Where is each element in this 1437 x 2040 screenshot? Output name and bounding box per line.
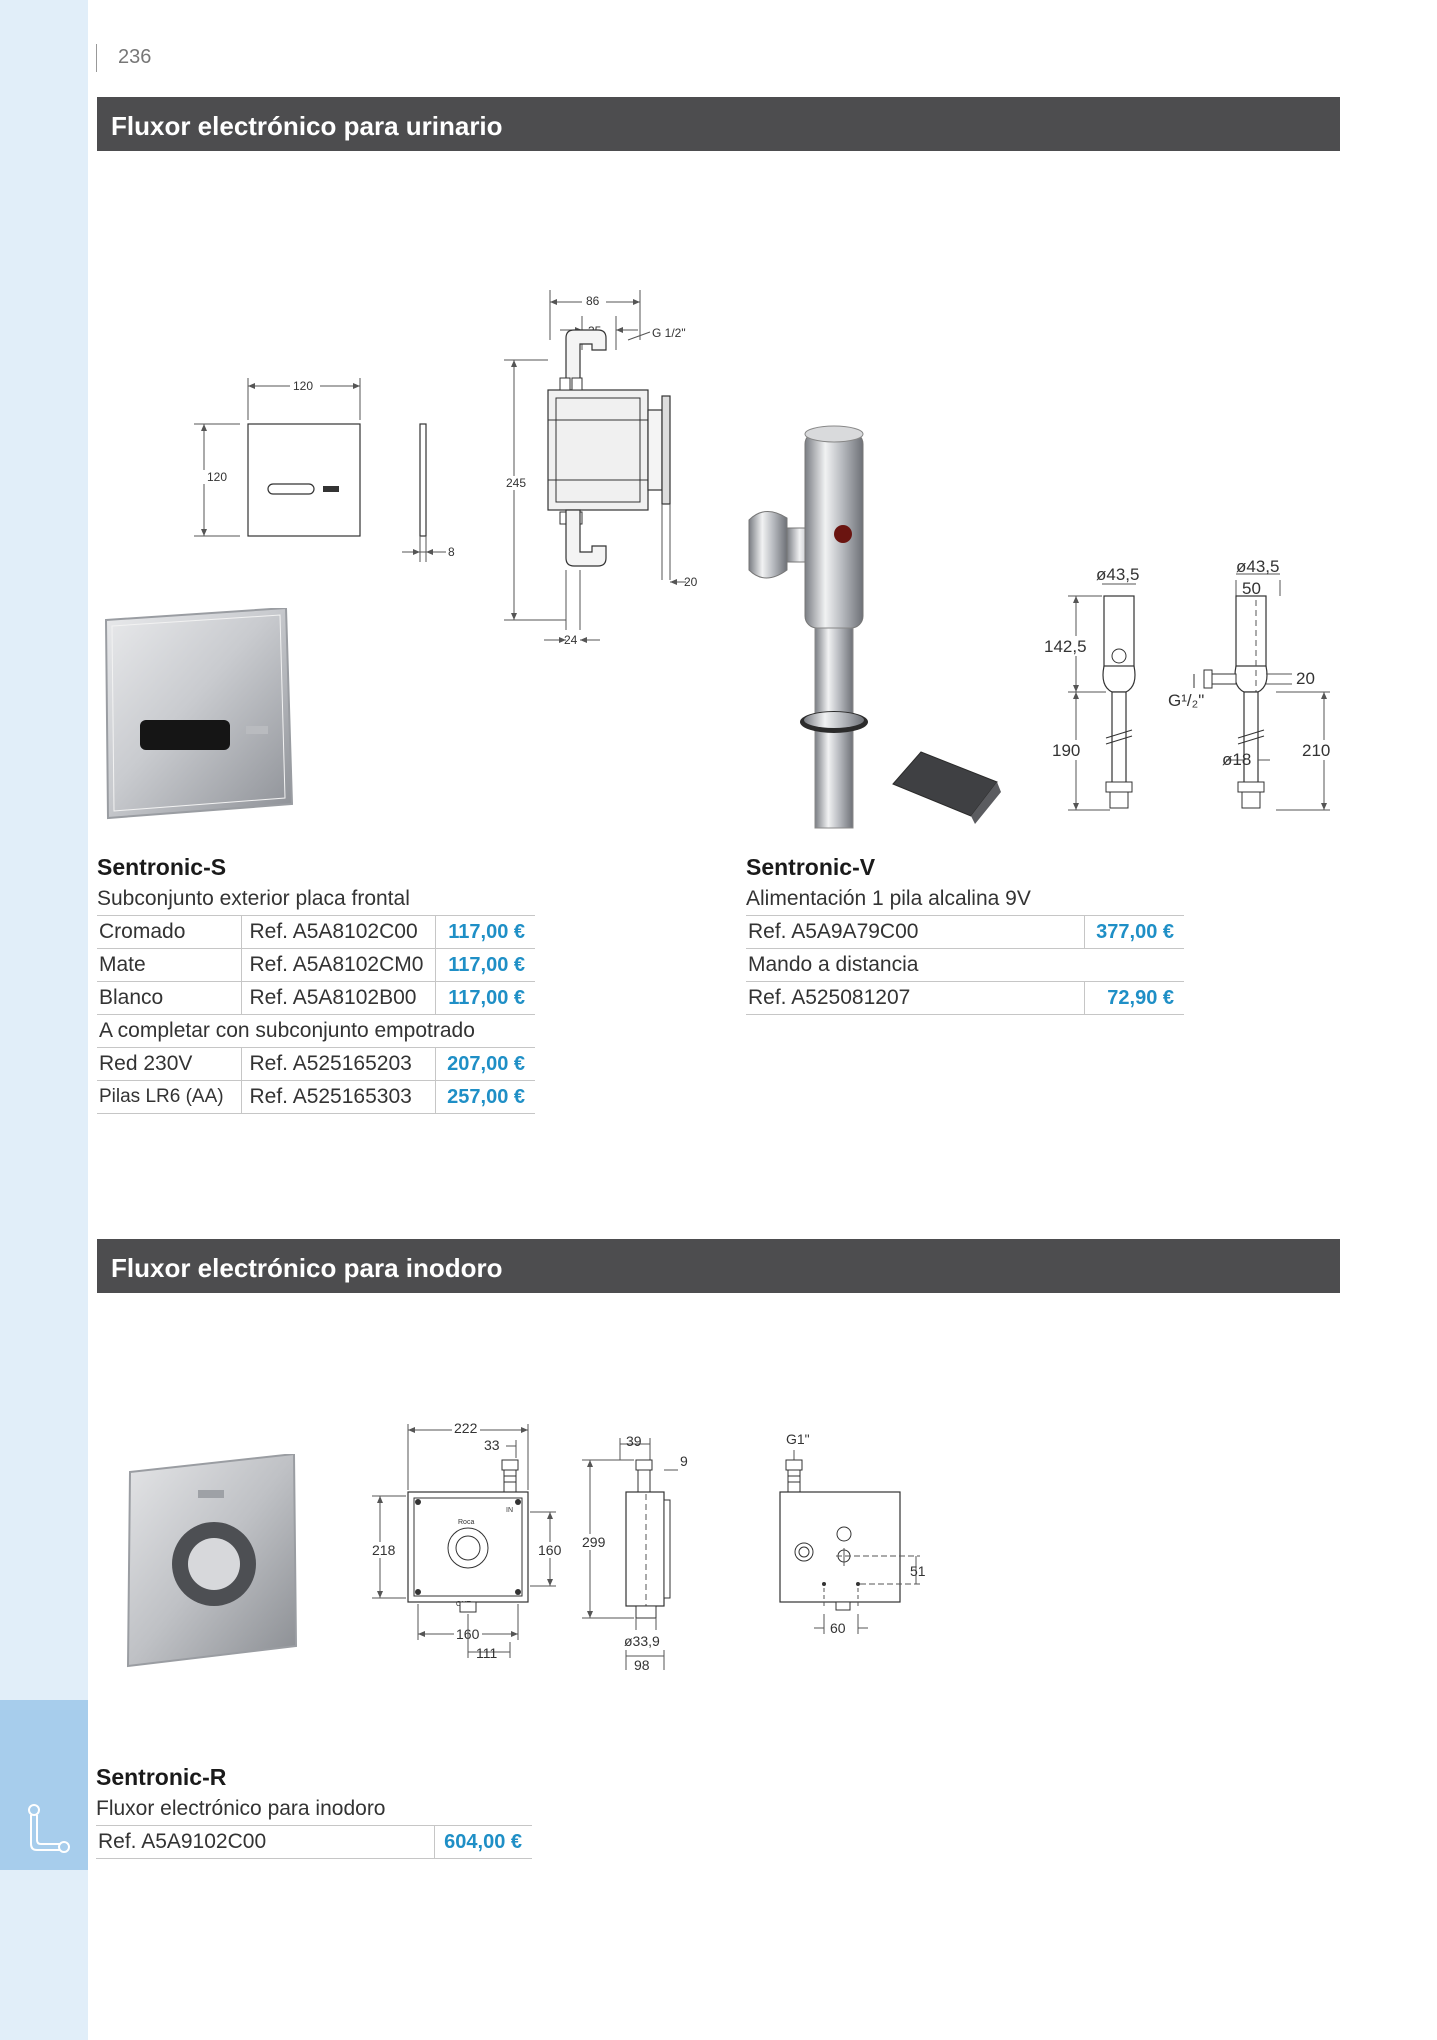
sentronic-v-drawing: ø43,5 142,5 190 ø43,5 50 G¹/₂" 20 ø18 21… [1040, 560, 1338, 811]
product-subtitle: Alimentación 1 pila alcalina 9V [746, 887, 1031, 910]
variant: Cromado [97, 915, 241, 949]
sentronic-r-front-drawing: 222 33 Roca IN OUT 218 160 160 111 [370, 1420, 564, 1661]
product-sentronic-s: Sentronic-S Subconjunto exterior placa f… [97, 852, 535, 1114]
dim-box-245: 245 [506, 476, 526, 490]
table-row: Pilas LR6 (AA) Ref. A525165303 257,00 € [97, 1080, 535, 1114]
dim-v-190: 190 [1052, 741, 1080, 760]
table-row: Ref. A5A9A79C00 377,00 € [746, 915, 1184, 949]
dim-v-20: 20 [1296, 669, 1315, 688]
reference: Ref. A525165303 [240, 1080, 435, 1114]
table-row: Red 230V Ref. A525165203 207,00 € [97, 1047, 535, 1081]
recessed-box-drawing: 86 35 G 1/2" 245 20 24 [502, 290, 698, 647]
product-sentronic-r: Sentronic-R Fluxor electrónico para inod… [96, 1762, 532, 1859]
table-note-row: A completar con subconjunto empotrado [97, 1015, 535, 1048]
dim-r-218: 218 [372, 1542, 396, 1558]
price: 257,00 € [434, 1080, 535, 1114]
dim-r-111: 111 [476, 1645, 497, 1661]
table-row: Blanco Ref. A5A8102B00 117,00 € [97, 981, 535, 1015]
dim-v-50: 50 [1242, 579, 1261, 598]
dim-v-diam-pipe: ø18 [1222, 750, 1251, 769]
page-number: 236 [118, 46, 152, 68]
price: 72,90 € [1083, 981, 1184, 1015]
dim-box-20: 20 [684, 575, 698, 589]
table-note: A completar con subconjunto empotrado [99, 1019, 475, 1042]
dim-plate-height: 120 [207, 470, 227, 484]
price-table: Cromado Ref. A5A8102C00 117,00 € Mate Re… [97, 915, 535, 1114]
table-row: Cromado Ref. A5A8102C00 117,00 € [97, 915, 535, 949]
plate-drawing: 120 120 8 [192, 378, 455, 562]
drawing-brand: Roca [458, 1519, 474, 1526]
dim-r-33: 33 [484, 1437, 500, 1453]
dim-r-98: 98 [634, 1657, 650, 1673]
dim-r-9: 9 [680, 1453, 688, 1469]
table-row: Ref. A5A9102C00 604,00 € [96, 1825, 532, 1859]
product-sentronic-v: Sentronic-V Alimentación 1 pila alcalina… [746, 852, 1184, 1015]
product-name: Sentronic-S [97, 854, 227, 880]
sentronic-r-back-drawing: G1" 51 60 [779, 1431, 926, 1636]
product-subtitle: Subconjunto exterior placa frontal [97, 887, 410, 910]
dim-v-diam-front: ø43,5 [1096, 565, 1139, 584]
dim-plate-thickness: 8 [448, 545, 455, 559]
sentronic-r-side-drawing: 39 9 299 ø33,9 98 [580, 1433, 688, 1673]
table-note-row: Mando a distancia [746, 949, 1184, 982]
dim-r-160-vert: 160 [538, 1542, 562, 1558]
reference: Ref. A5A8102B00 [240, 981, 435, 1015]
reference: Ref. A5A8102C00 [240, 915, 435, 949]
dim-r-51: 51 [910, 1563, 926, 1579]
variant: Pilas LR6 (AA) [97, 1080, 241, 1114]
product-name: Sentronic-R [96, 1764, 227, 1790]
sentronic-v-photo [748, 425, 1001, 829]
price: 117,00 € [434, 981, 535, 1015]
sentronic-r-plate-photo [126, 1454, 298, 1668]
reference: Ref. A5A9A79C00 [746, 915, 1084, 949]
price: 117,00 € [434, 948, 535, 982]
dim-box-24: 24 [564, 633, 578, 647]
reference: Ref. A525165203 [240, 1047, 435, 1081]
dim-r-39: 39 [626, 1433, 642, 1449]
dim-v-210: 210 [1302, 741, 1330, 760]
dim-r-thread: G1" [786, 1431, 810, 1447]
dim-v-142: 142,5 [1044, 637, 1087, 656]
dim-r-diam: ø33,9 [624, 1633, 660, 1649]
dim-v-diam-side: ø43,5 [1236, 560, 1279, 576]
price: 604,00 € [433, 1825, 532, 1859]
dim-v-thread: G¹/₂" [1168, 691, 1204, 710]
variant: Mate [97, 948, 241, 982]
reference: Ref. A5A8102CM0 [240, 948, 435, 982]
reference: Ref. A5A9102C00 [96, 1825, 434, 1859]
product-subtitle: Fluxor electrónico para inodoro [96, 1797, 386, 1820]
section-title-urinal: Fluxor electrónico para urinario [97, 97, 1340, 151]
section-title-toilet: Fluxor electrónico para inodoro [97, 1239, 1340, 1293]
price: 117,00 € [434, 915, 535, 949]
section-tab[interactable] [0, 1700, 88, 1870]
dim-plate-width: 120 [293, 379, 313, 393]
table-row: Mate Ref. A5A8102CM0 117,00 € [97, 948, 535, 982]
dim-box-thread: G 1/2" [652, 326, 686, 340]
label-in: IN [506, 1507, 513, 1514]
dim-r-222: 222 [454, 1420, 478, 1436]
dim-r-299: 299 [582, 1534, 606, 1550]
price-table: Ref. A5A9102C00 604,00 € [96, 1825, 532, 1859]
variant: Blanco [97, 981, 241, 1015]
price-table: Ref. A5A9A79C00 377,00 € Mando a distanc… [746, 915, 1184, 1015]
reference: Ref. A525081207 [746, 981, 1084, 1015]
table-note: Mando a distancia [748, 953, 919, 976]
sentronic-s-plate-photo [104, 608, 294, 820]
price: 377,00 € [1083, 915, 1184, 949]
price: 207,00 € [434, 1047, 535, 1081]
pipe-icon [28, 1804, 70, 1853]
dim-r-60: 60 [830, 1620, 846, 1636]
variant: Red 230V [97, 1047, 241, 1081]
table-row: Ref. A525081207 72,90 € [746, 981, 1184, 1015]
page-number-rule [96, 44, 97, 72]
dim-box-86: 86 [586, 294, 600, 308]
product-name: Sentronic-V [746, 854, 876, 880]
